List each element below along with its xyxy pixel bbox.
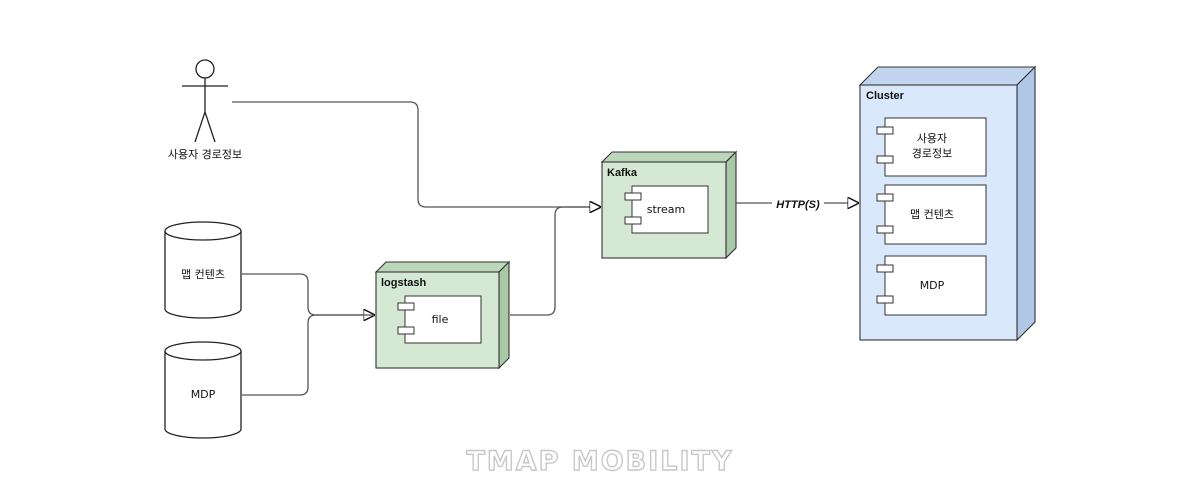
- edge-map-contents-to-logstash[interactable]: [242, 273, 374, 315]
- edge-mdp-to-logstash[interactable]: [242, 314, 374, 396]
- node-cluster-title: Cluster: [866, 90, 905, 102]
- cluster-component-route-info-line2: 경로정보: [912, 147, 952, 160]
- component-stream-label: stream: [647, 203, 686, 216]
- database-map-contents[interactable]: [164, 221, 242, 319]
- actor-head: [195, 59, 215, 79]
- cluster-component-map-contents[interactable]: [876, 184, 987, 245]
- cluster-component-mdp-label: MDP: [920, 279, 945, 292]
- actor-label: 사용자 경로정보: [168, 148, 242, 161]
- node-kafka-title: Kafka: [607, 167, 638, 179]
- database-mdp[interactable]: [164, 341, 242, 439]
- database-map-contents-label: 맵 컨텐츠: [181, 268, 225, 281]
- edge-label-https: HTTP(S): [776, 199, 820, 211]
- cluster-component-route-info-line1: 사용자: [917, 132, 947, 145]
- component-stream[interactable]: [624, 185, 709, 234]
- edge-label-bg: [772, 194, 824, 212]
- component-file[interactable]: [397, 295, 482, 344]
- edge-logstash-to-kafka[interactable]: [510, 207, 600, 316]
- database-mdp-label: MDP: [191, 388, 216, 401]
- actor-left-leg: [194, 111, 206, 143]
- watermark: TMAP MOBILITY: [466, 446, 733, 477]
- actor-right-leg: [204, 111, 216, 143]
- cluster-component-map-contents-label: 맵 컨텐츠: [910, 208, 954, 221]
- cluster-component-mdp[interactable]: [876, 255, 987, 316]
- node-logstash-title: logstash: [381, 277, 427, 289]
- edges: [232, 101, 858, 396]
- cluster-component-route-info[interactable]: [876, 117, 987, 177]
- actor[interactable]: [182, 59, 228, 143]
- edge-actor-to-kafka[interactable]: [232, 101, 600, 207]
- component-file-label: file: [432, 313, 449, 326]
